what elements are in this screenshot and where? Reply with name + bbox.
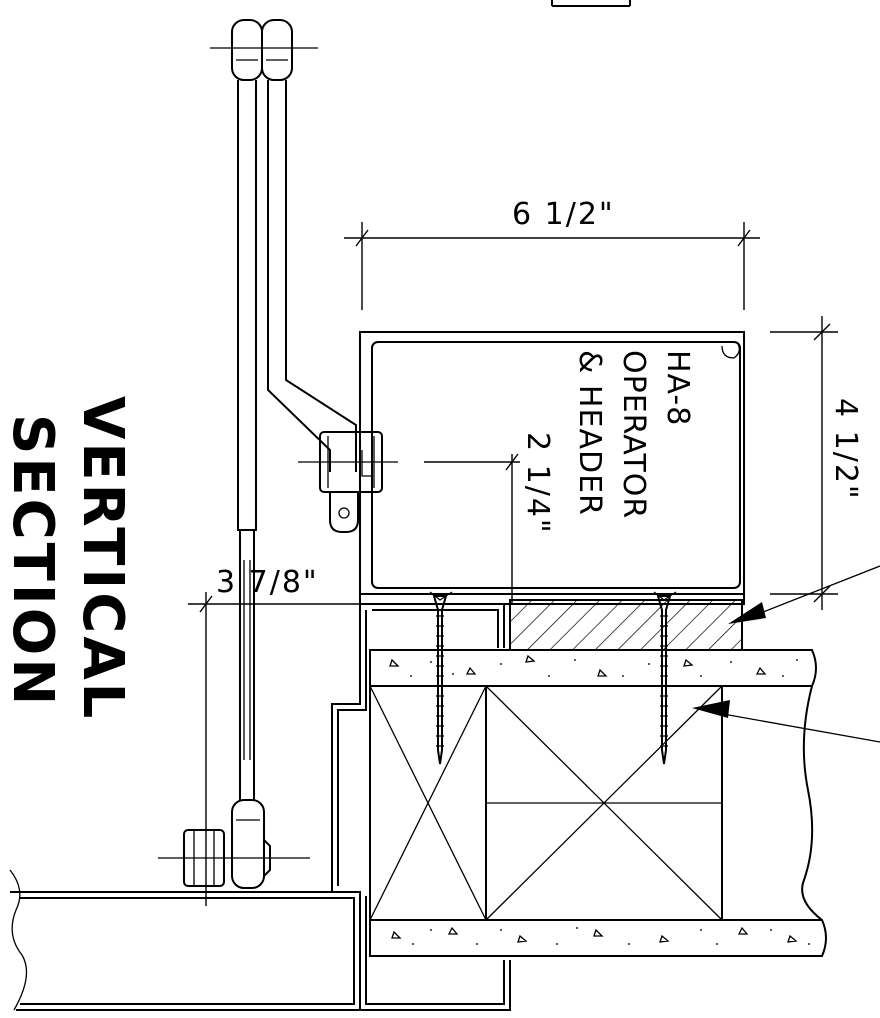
- door-arm-assembly: [158, 19, 398, 889]
- wall-break-line: [801, 685, 823, 921]
- dimension-header-height-text: 4 1/2": [828, 398, 863, 501]
- operator-housing: [359, 331, 745, 605]
- wood-blocking: [369, 685, 723, 921]
- concrete-slab-bottom: [369, 919, 827, 957]
- leader-arrows: [692, 565, 880, 743]
- section-title-line-2: SECTION: [0, 414, 65, 708]
- dimension-arm-offset-text: 2 1/4": [520, 432, 555, 535]
- section-title: VERTICAL SECTION: [0, 396, 135, 721]
- mounting-screws: [432, 595, 672, 765]
- hatched-shim: [509, 599, 743, 651]
- section-title-line-1: VERTICAL: [70, 396, 135, 721]
- concrete-slab-top: [369, 649, 817, 687]
- dimension-arm-offset: 2 1/4": [424, 432, 555, 604]
- operator-label-line-3: & HEADER: [572, 350, 607, 516]
- dimension-header-height: 4 1/2": [770, 316, 863, 610]
- dimension-header-width: 6 1/2": [344, 197, 760, 310]
- operator-label-line-1: HA-8: [660, 350, 695, 426]
- operator-label-line-2: OPERATOR: [616, 350, 651, 519]
- dimension-door-offset-text: 3 7/8": [216, 565, 319, 600]
- dimension-header-width-text: 6 1/2": [512, 197, 615, 232]
- frame-profile: [331, 603, 511, 1011]
- dimension-door-offset: 3 7/8": [188, 565, 360, 906]
- operator-label: HA-8 OPERATOR & HEADER: [572, 350, 695, 519]
- door-panel: [9, 869, 361, 1011]
- top-frame-fragment: [551, 0, 631, 7]
